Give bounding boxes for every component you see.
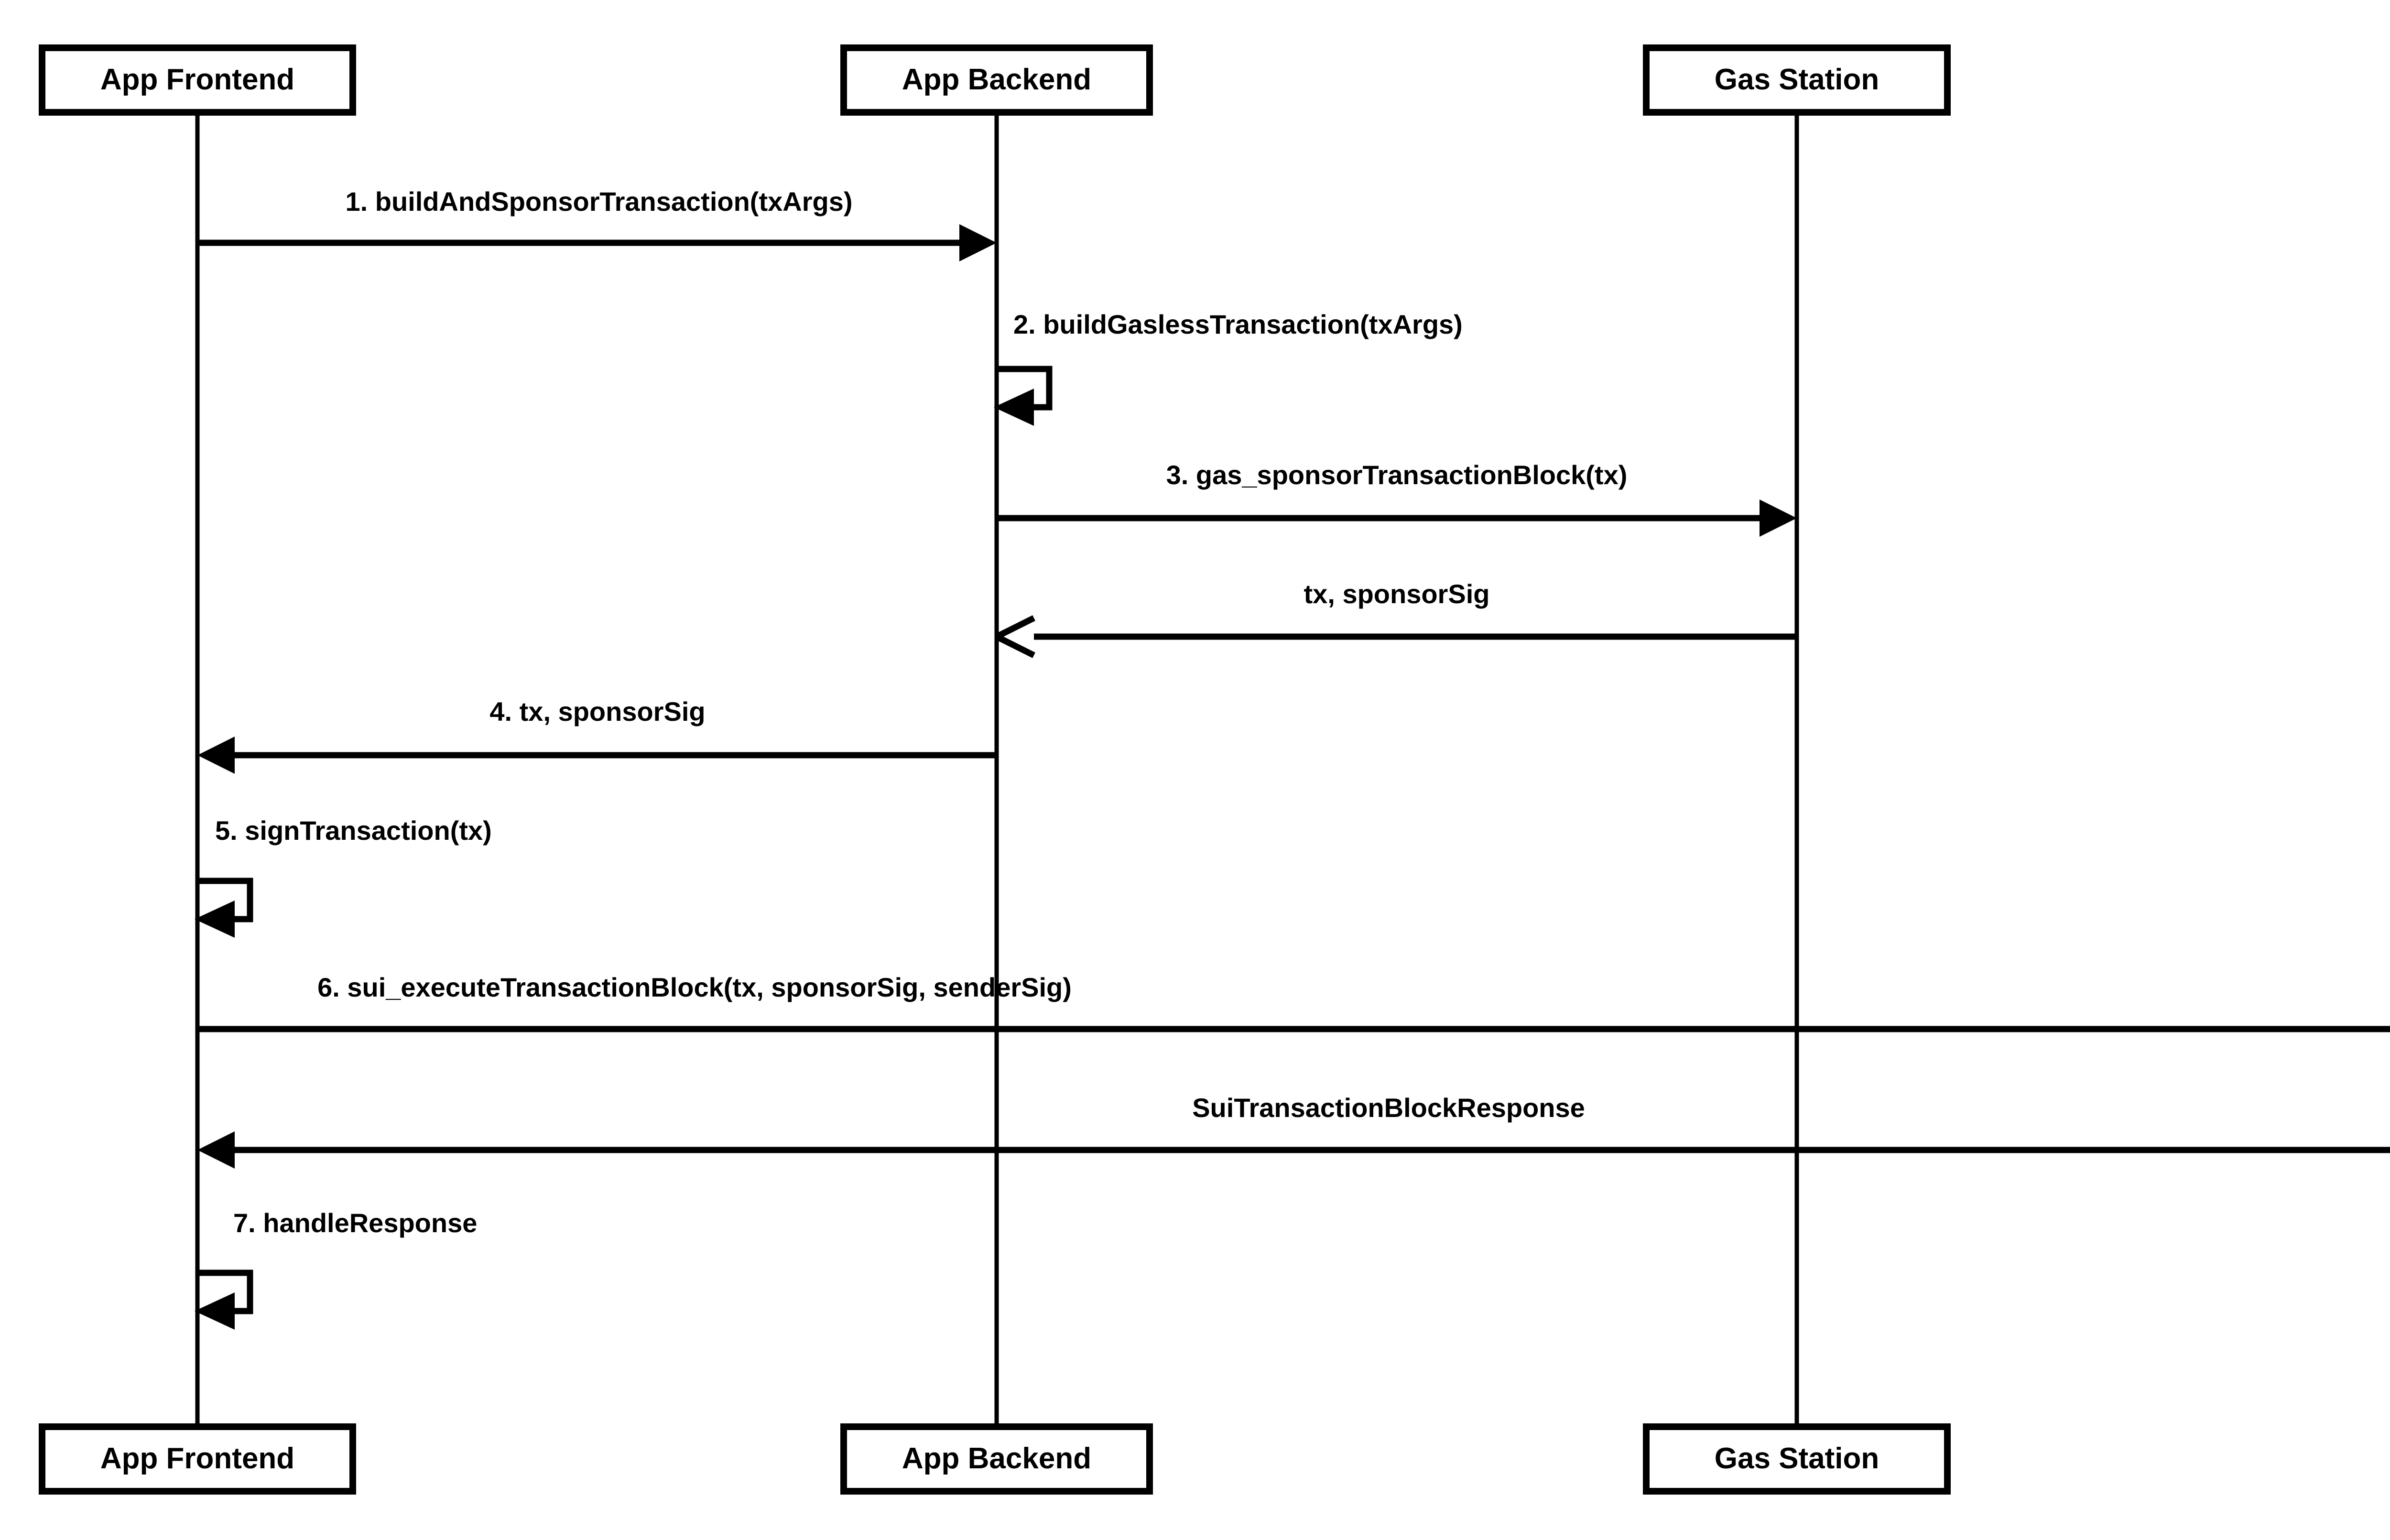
actor-label: Gas Station xyxy=(1715,1442,1879,1475)
message-7[interactable]: 6. sui_executeTransactionBlock(tx, spons… xyxy=(197,972,2390,1048)
message-label: 2. buildGaslessTransaction(txArgs) xyxy=(1013,309,1463,339)
actor-box-rect xyxy=(840,1423,1153,1495)
actor-label: App Backend xyxy=(902,63,1091,96)
message-label: 5. signTransaction(tx) xyxy=(215,815,492,846)
message-3[interactable]: 3. gas_sponsorTransactionBlock(tx) xyxy=(997,460,1797,537)
message-label: 1. buildAndSponsorTransaction(txArgs) xyxy=(346,186,853,217)
actor-box-rect xyxy=(1643,1423,1951,1495)
message-label: tx, sponsorSig xyxy=(1304,579,1490,609)
message-5[interactable]: 4. tx, sponsorSig xyxy=(197,696,997,774)
actor-bottom-frontend[interactable]: App Frontend xyxy=(39,1423,356,1495)
arrowhead-left xyxy=(195,1292,235,1330)
message-4[interactable]: tx, sponsorSig xyxy=(995,579,1797,658)
actor-top-frontend[interactable]: App Frontend xyxy=(39,44,356,116)
actor-box-rect xyxy=(39,44,356,116)
message-8[interactable]: SuiTransactionBlockResponse xyxy=(197,1093,2390,1169)
actor-top-gas[interactable]: Gas Station xyxy=(1643,44,1951,116)
arrowhead-solid xyxy=(959,224,997,261)
actor-label: App Backend xyxy=(902,1442,1091,1475)
messages-layer: 1. buildAndSponsorTransaction(txArgs) 2. … xyxy=(195,186,2390,1330)
arrowhead-left xyxy=(195,900,235,938)
actor-bottom-gas[interactable]: Gas Station xyxy=(1643,1423,1951,1495)
message-6[interactable]: 5. signTransaction(tx) xyxy=(195,815,492,938)
message-9[interactable]: 7. handleResponse xyxy=(195,1208,477,1330)
arrowhead-open xyxy=(995,615,1035,658)
arrowhead-solid xyxy=(1760,499,1797,537)
actor-label: App Frontend xyxy=(100,1442,294,1475)
actor-label: App Frontend xyxy=(100,63,294,96)
message-label: SuiTransactionBlockResponse xyxy=(1192,1093,1585,1123)
message-1[interactable]: 1. buildAndSponsorTransaction(txArgs) xyxy=(197,186,997,261)
actor-box-rect xyxy=(39,1423,356,1495)
arrowhead-solid xyxy=(197,737,235,774)
actor-bottom-backend[interactable]: App Backend xyxy=(840,1423,1153,1495)
actor-box-rect xyxy=(1643,44,1951,116)
message-label: 3. gas_sponsorTransactionBlock(tx) xyxy=(1166,460,1628,490)
actor-box-rect xyxy=(840,44,1153,116)
message-label: 4. tx, sponsorSig xyxy=(489,696,705,727)
message-2[interactable]: 2. buildGaslessTransaction(txArgs) xyxy=(994,309,1463,426)
message-label: 6. sui_executeTransactionBlock(tx, spons… xyxy=(317,972,1072,1002)
actor-top-backend[interactable]: App Backend xyxy=(840,44,1153,116)
message-label: 7. handleResponse xyxy=(233,1208,477,1238)
lifelines-layer xyxy=(195,112,1799,1427)
arrowhead-solid xyxy=(197,1131,235,1169)
actor-label: Gas Station xyxy=(1715,63,1879,96)
arrowhead-left xyxy=(994,389,1034,426)
